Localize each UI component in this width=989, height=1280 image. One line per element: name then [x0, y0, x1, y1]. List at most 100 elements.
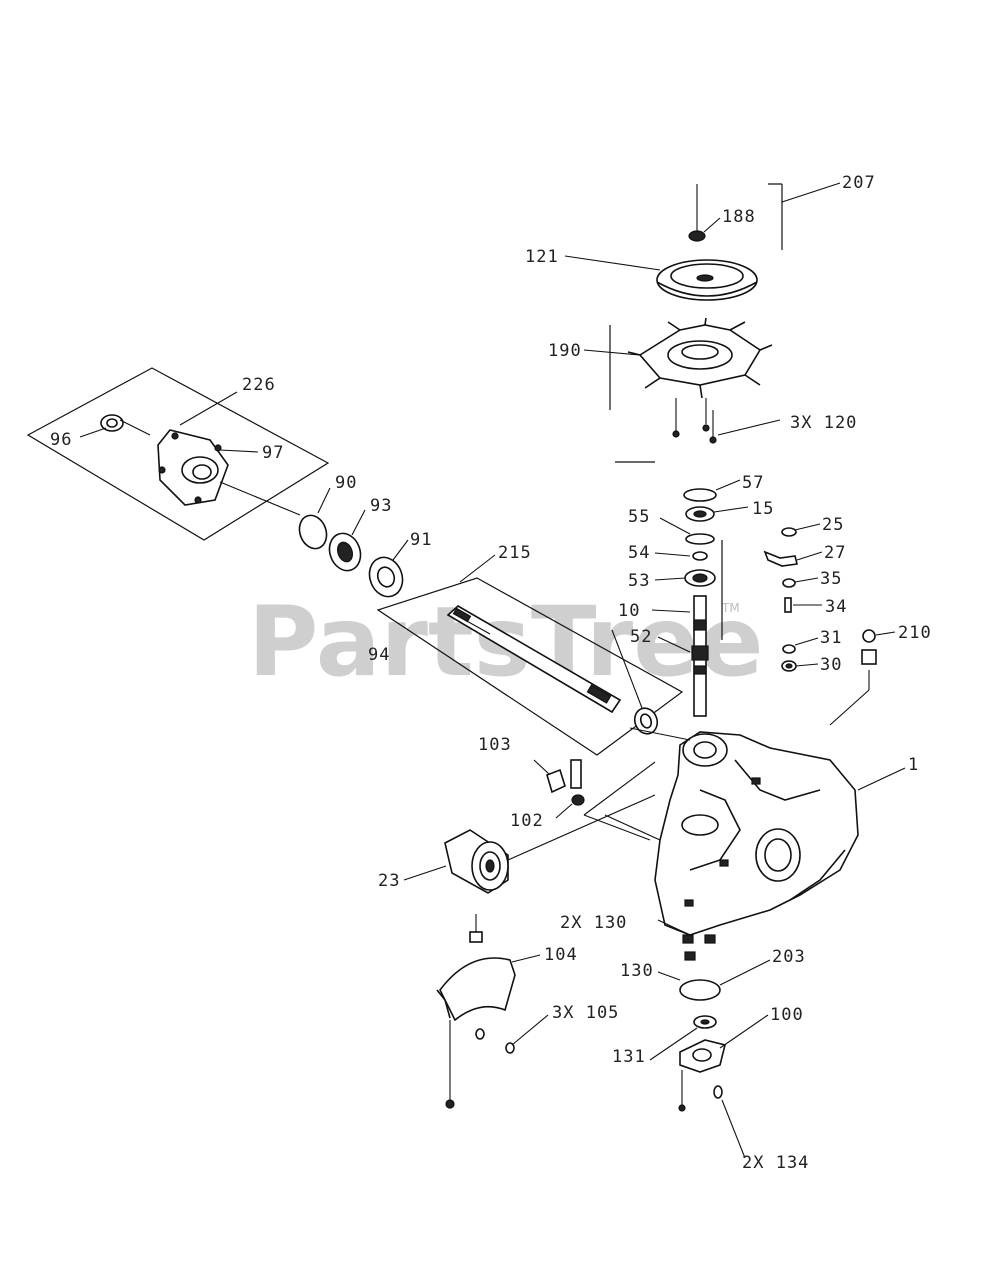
label-90: 90 — [335, 473, 357, 493]
label-23: 23 — [378, 871, 400, 891]
part-57-ring — [683, 488, 717, 502]
part-30-seal — [781, 660, 797, 672]
label-91: 91 — [410, 530, 432, 550]
leader-1 — [857, 767, 906, 791]
part-96-nut — [100, 414, 124, 432]
part-203-screen — [679, 979, 721, 1001]
part-100-cover — [679, 1039, 726, 1073]
leader-121 — [564, 255, 661, 271]
part-55-ring — [685, 533, 715, 545]
label-94: 94 — [368, 645, 390, 665]
part-1-housing — [604, 727, 859, 936]
label-2x130: 2X 130 — [560, 913, 627, 933]
part-93-bearing — [328, 532, 362, 572]
label-226: 226 — [242, 375, 276, 395]
label-203: 203 — [772, 947, 806, 967]
leader-100 — [719, 1014, 769, 1049]
part-27-lever — [763, 550, 798, 567]
leader-203a — [657, 971, 681, 981]
part-102-spring — [570, 759, 585, 806]
leader-30 — [795, 663, 819, 667]
label-15: 15 — [752, 499, 774, 519]
leader-90 — [317, 487, 331, 514]
label-34: 34 — [825, 597, 847, 617]
label-55: 55 — [628, 507, 650, 527]
part-188-nut — [688, 184, 706, 242]
axis-line-226 — [219, 481, 301, 516]
leader-52 — [657, 636, 691, 653]
label-35: 35 — [820, 569, 842, 589]
part-105-screw — [445, 1020, 515, 1109]
leader-134 — [721, 1099, 746, 1159]
leader-91 — [392, 539, 409, 561]
leader-210 — [875, 631, 896, 636]
label-10: 10 — [618, 601, 640, 621]
label-102: 102 — [510, 811, 544, 831]
leader-102 — [555, 803, 573, 819]
part-23-filter — [444, 794, 656, 894]
part-92-bushing — [633, 707, 659, 735]
part-97-hub — [119, 419, 229, 506]
part-104-guard — [436, 914, 516, 1022]
leader-53 — [654, 577, 686, 581]
leader-226 — [179, 391, 238, 426]
leader-31 — [794, 637, 819, 646]
box-226 — [26, 367, 330, 541]
label-93: 93 — [370, 496, 392, 516]
label-190: 190 — [548, 341, 582, 361]
leader-104 — [511, 954, 541, 963]
part-34-pin — [784, 597, 792, 613]
leader-215 — [459, 554, 496, 583]
label-131: 131 — [612, 1047, 646, 1067]
leader-97 — [219, 449, 259, 453]
leader-57 — [715, 479, 741, 491]
box-215 — [376, 577, 684, 756]
part-35-ring — [782, 578, 796, 588]
label-96: 96 — [50, 430, 72, 450]
part-54-washer — [692, 551, 708, 561]
part-103-bracket — [533, 759, 566, 794]
label-25: 25 — [822, 515, 844, 535]
leader-23 — [403, 865, 447, 881]
leader-96 — [79, 427, 107, 438]
label-121: 121 — [525, 247, 559, 267]
label-210: 210 — [898, 623, 932, 643]
leader-207 — [781, 182, 841, 203]
leader-25 — [794, 523, 821, 531]
part-15-seal — [685, 506, 715, 522]
part-91-bearing — [368, 556, 404, 598]
part-25-washer — [781, 527, 797, 537]
part-53-bearing — [684, 569, 716, 587]
label-53: 53 — [628, 571, 650, 591]
leader-10 — [651, 609, 691, 613]
label-103: 103 — [478, 735, 512, 755]
leader-55 — [659, 517, 691, 535]
part-31-ring — [782, 644, 796, 654]
label-100: 100 — [770, 1005, 804, 1025]
label-104: 104 — [544, 945, 578, 965]
part-90-snap-ring — [298, 514, 328, 550]
label-57: 57 — [742, 473, 764, 493]
label-30: 30 — [820, 655, 842, 675]
leader-35 — [794, 577, 819, 583]
leader-203 — [719, 959, 771, 986]
label-3x105: 3X 105 — [552, 1003, 619, 1023]
part-134-screw — [678, 1070, 723, 1112]
label-3x120: 3X 120 — [790, 413, 857, 433]
part-120-screw — [672, 398, 717, 444]
watermark-tm: TM — [721, 601, 740, 615]
label-215: 215 — [498, 543, 532, 563]
part-130-plug — [682, 934, 716, 961]
line-102b — [583, 814, 651, 841]
part-131-ring — [693, 1015, 717, 1029]
part-190-fan — [627, 317, 773, 399]
leader-27 — [796, 551, 823, 561]
leader-93 — [351, 509, 366, 536]
label-52: 52 — [630, 627, 652, 647]
label-54: 54 — [628, 543, 650, 563]
leader-130 — [657, 919, 691, 936]
leader-188 — [703, 217, 721, 233]
leader-105 — [511, 1014, 549, 1046]
leader-120 — [717, 419, 781, 436]
part-121-pulley — [656, 259, 758, 301]
